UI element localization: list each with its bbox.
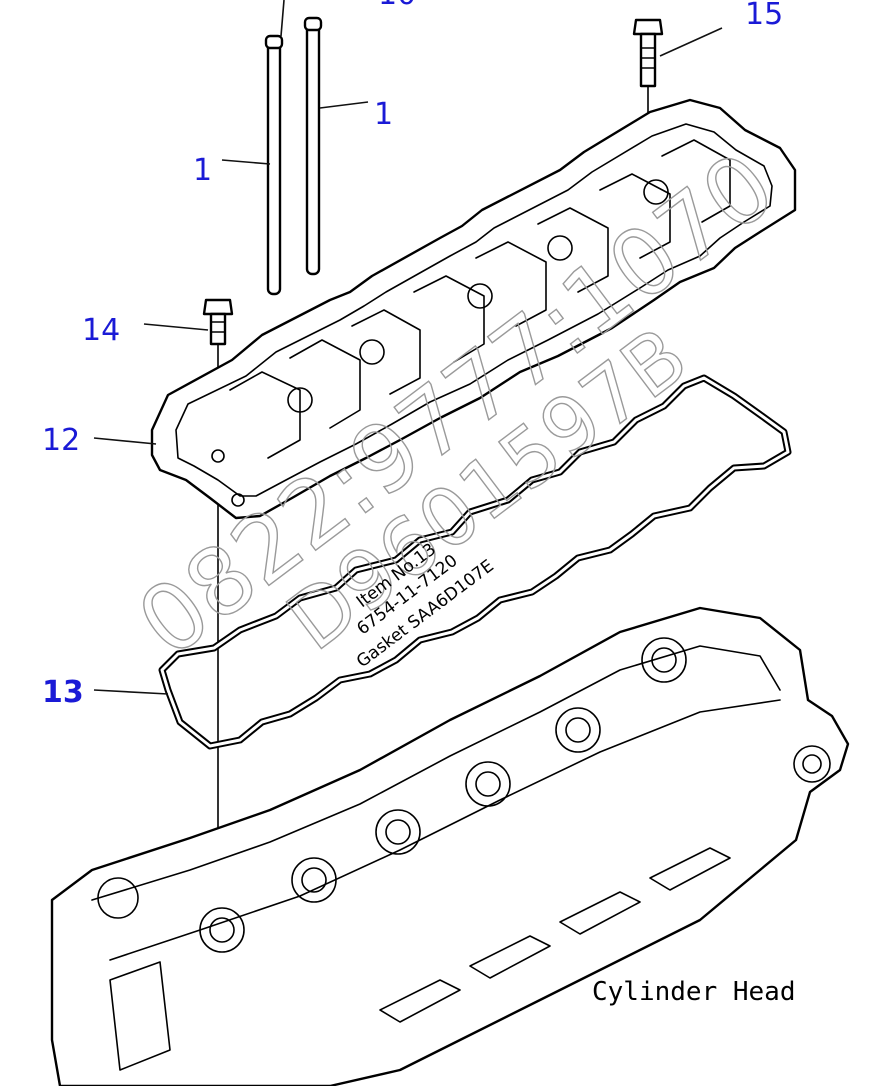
leader-14 <box>143 323 209 331</box>
leader-10 <box>280 0 285 37</box>
leader-15 <box>659 27 723 57</box>
callout-10: 10 <box>378 0 416 12</box>
push-rod-right <box>303 16 323 276</box>
rocker-housing-12 <box>150 98 797 520</box>
push-rod-left <box>264 34 284 296</box>
callout-12: 12 <box>42 423 80 458</box>
leader-12 <box>93 437 157 445</box>
leader-13 <box>93 689 169 695</box>
callout-1-upper: 1 <box>374 97 393 132</box>
leader-1a <box>319 101 369 109</box>
bolt-15 <box>632 18 664 141</box>
gasket-13 <box>158 374 792 750</box>
leader-1b <box>221 159 271 165</box>
callout-1-lower: 1 <box>193 153 212 188</box>
callout-13: 13 <box>42 675 84 710</box>
diagram-caption: Cylinder Head <box>592 977 796 1007</box>
callout-15: 15 <box>745 0 783 32</box>
cylinder-head <box>50 606 850 1086</box>
callout-14: 14 <box>82 313 120 348</box>
